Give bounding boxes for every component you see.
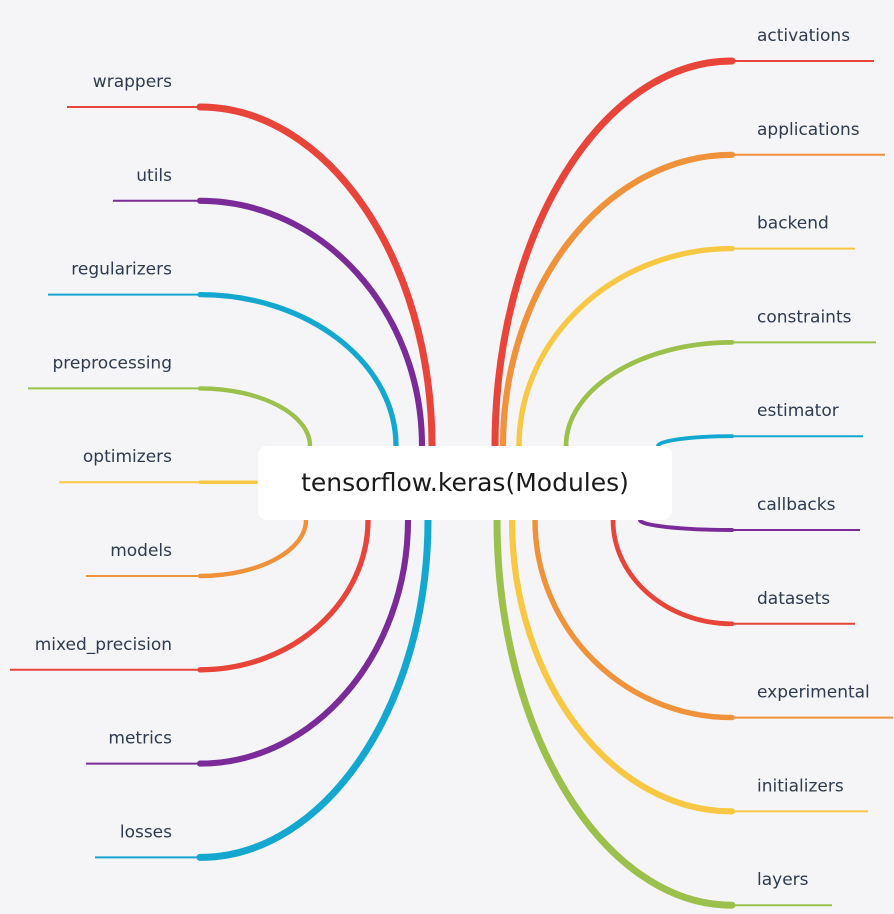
right-edge-2: [516, 245, 735, 449]
center-node[interactable]: tensorflow.keras(Modules): [258, 446, 672, 520]
right-edge-6: [610, 517, 735, 627]
center-node-label: tensorflow.keras(Modules): [301, 467, 629, 497]
right-edge-5: [638, 518, 734, 532]
right-node-constraints[interactable]: constraints: [757, 307, 852, 327]
right-node-applications[interactable]: applications: [757, 120, 860, 140]
left-edge-5: [197, 517, 309, 579]
left-edge-0: [196, 103, 436, 450]
right-node-backend[interactable]: backend: [757, 214, 829, 234]
left-edge-1: [196, 197, 426, 450]
branch-labels: activations applications backend constraint…: [35, 26, 870, 890]
left-edge-8: [196, 516, 432, 861]
right-edge-1: [499, 151, 736, 450]
right-edge-8: [508, 516, 736, 815]
left-edge-3: [197, 386, 313, 449]
left-edge-6: [197, 517, 371, 673]
branch-edges: [10, 57, 893, 909]
right-node-layers[interactable]: layers: [757, 870, 809, 890]
right-node-estimator[interactable]: estimator: [757, 401, 839, 421]
left-node-models[interactable]: models: [110, 541, 172, 561]
left-node-losses[interactable]: losses: [120, 822, 172, 842]
right-node-activations[interactable]: activations: [757, 26, 850, 46]
right-node-callbacks[interactable]: callbacks: [757, 495, 836, 515]
left-node-wrappers[interactable]: wrappers: [93, 72, 172, 92]
right-edge-0: [491, 57, 736, 450]
left-node-utils[interactable]: utils: [136, 166, 172, 186]
right-edge-9: [493, 516, 736, 909]
left-node-optimizers[interactable]: optimizers: [83, 447, 172, 467]
right-edge-3: [563, 340, 735, 449]
right-node-datasets[interactable]: datasets: [757, 589, 830, 609]
right-edge-7: [532, 517, 735, 721]
right-node-initializers[interactable]: initializers: [757, 776, 844, 796]
right-edge-4: [656, 434, 734, 448]
left-edge-2: [197, 291, 399, 449]
left-node-regularizers[interactable]: regularizers: [71, 260, 172, 280]
left-edge-7: [196, 516, 412, 767]
left-node-mixed-precision[interactable]: mixed_precision: [35, 635, 172, 655]
right-node-experimental[interactable]: experimental: [757, 683, 870, 703]
left-node-preprocessing[interactable]: preprocessing: [53, 353, 172, 373]
left-node-metrics[interactable]: metrics: [108, 729, 172, 749]
